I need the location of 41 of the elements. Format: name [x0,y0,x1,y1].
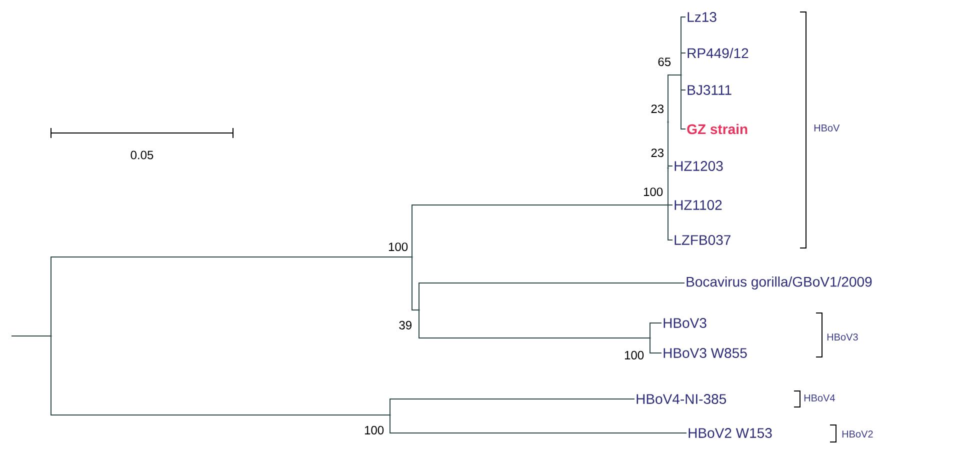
bootstrap-value: 100 [644,188,663,196]
branch-line [418,282,684,310]
taxon-label: GZ strain [687,124,748,134]
branch-line [668,204,672,240]
branch-line [412,204,668,258]
taxon-label: RP449/12 [688,48,748,58]
scale-label: 0.05 [130,150,154,160]
bootstrap-value: 100 [624,350,644,360]
clade-label: HBoV [814,124,840,132]
taxon-label: BJ3111 [688,85,732,95]
taxon-label: HZ1102 [674,200,722,210]
taxon-label: HBoV2 W153 [688,428,772,438]
bootstrap-value: 100 [364,426,384,434]
branch-line [390,414,686,434]
branch-line [412,256,420,310]
branch-line [668,204,672,206]
branch-line [650,338,662,354]
clade-label: HBoV3 [827,333,858,341]
clade-label: HBoV2 [842,430,873,438]
branch-line [50,256,412,336]
taxon-label: LZFB037 [674,235,730,245]
taxon-label: Bocavirus gorilla/GBoV1/2009 [686,276,872,290]
branch-line [418,310,650,338]
bootstrap-value: 39 [399,320,412,330]
bootstrap-value: 100 [388,242,408,252]
branch-line [50,336,390,416]
bootstrap-value: 65 [658,58,671,66]
bootstrap-value: 23 [651,148,664,158]
branch-line [668,166,672,168]
taxon-label: HZ1203 [674,161,723,171]
bootstrap-value: 23 [651,104,664,114]
branch-line [668,74,682,122]
taxon-label: HBoV3 W855 [664,348,747,358]
taxon-label: Lz13 [688,12,716,22]
branch-line [390,398,634,416]
taxon-label: HBoV4-NI-385 [636,394,726,404]
branch-line [680,74,686,130]
branch-line [650,322,662,338]
branch-line [680,52,686,76]
taxon-label: HBoV3 [664,318,706,328]
clade-label: HBoV4 [804,394,835,402]
